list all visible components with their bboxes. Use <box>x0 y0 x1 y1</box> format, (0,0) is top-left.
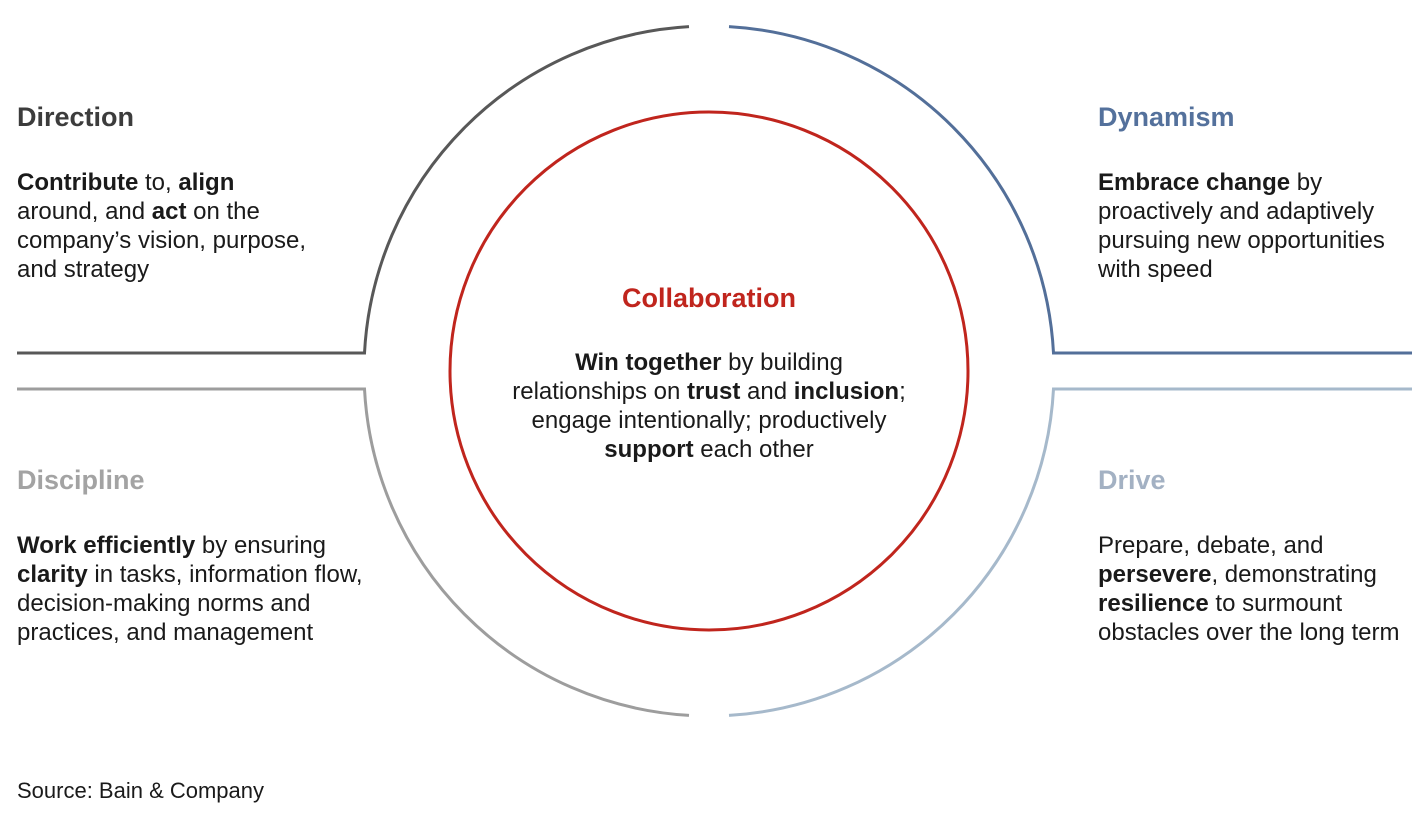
dynamism-arc <box>728 25 1412 355</box>
collaboration-title: Collaboration <box>622 283 796 313</box>
collaboration-circle <box>448 110 970 632</box>
drive-title: Drive <box>1098 465 1166 495</box>
direction-arc <box>17 25 690 355</box>
dynamism-title: Dynamism <box>1098 102 1235 132</box>
source-note: Source: Bain & Company <box>17 778 265 803</box>
direction-title: Direction <box>17 102 135 132</box>
discipline-title: Discipline <box>17 465 145 495</box>
drive-arc <box>728 387 1412 717</box>
discipline-arc <box>17 387 690 717</box>
